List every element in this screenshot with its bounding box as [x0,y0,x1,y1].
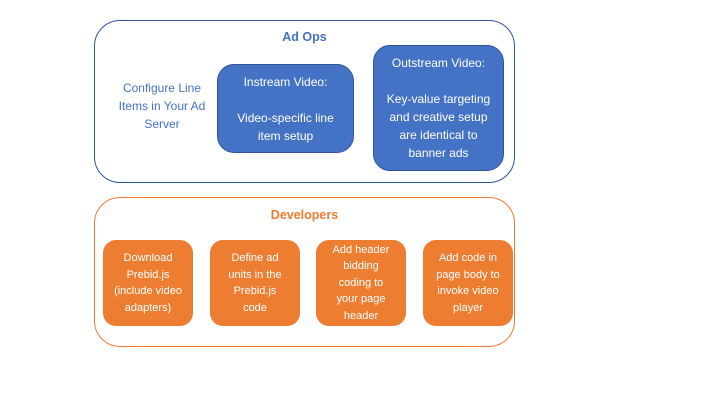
add-header-bidding-box: Add header bidding coding to your page h… [316,240,406,326]
ad-ops-container: Ad Ops Configure Line Items in Your Ad S… [94,20,515,183]
ad-ops-title: Ad Ops [282,30,327,44]
developers-title: Developers [270,208,339,222]
developers-container: Developers Download Prebid.js (include v… [94,197,515,347]
add-page-body-code-box: Add code in page body to invoke video pl… [423,240,513,326]
configure-line-items-label: Configure Line Items in Your Ad Server [118,81,206,131]
outstream-video-box: Outstream Video: Key-value targeting and… [373,45,504,171]
instream-video-box: Instream Video: Video-specific line item… [217,64,354,153]
download-prebid-box: Download Prebid.js (include video adapte… [103,240,193,326]
define-ad-units-box: Define ad units in the Prebid.js code [210,240,300,326]
